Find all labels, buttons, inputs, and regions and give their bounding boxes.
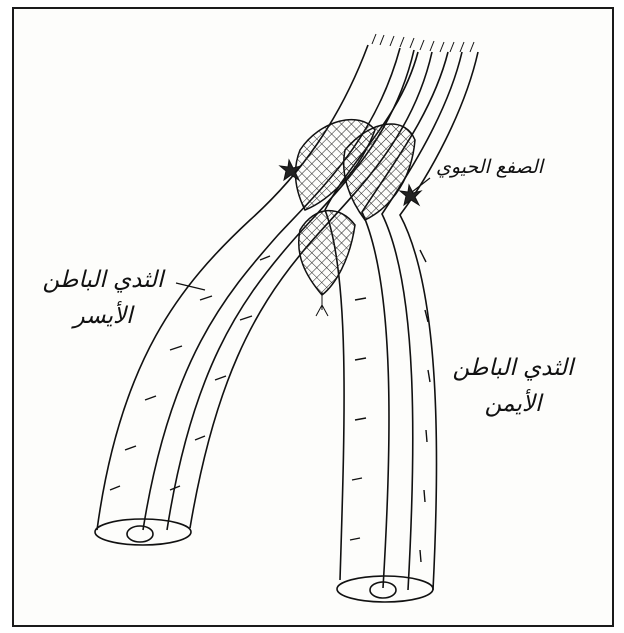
right-label-line1: الثدي الباطن: [438, 350, 588, 386]
anastomosis-label: الصفع الحيوي: [436, 156, 543, 178]
left-label-line2: الأيسر: [28, 298, 178, 334]
left-vessel-inner-edge: [190, 52, 432, 528]
suture-fork-icon: [316, 292, 328, 316]
right-label-line2: الأيمن: [438, 386, 588, 422]
anastomosis-patch: [295, 120, 415, 295]
left-vessel-lumen: [127, 526, 153, 542]
vessel-top-fringe: [372, 34, 474, 52]
left-internal-mammary-label: الثدي الباطن الأيسر: [28, 262, 178, 334]
right-internal-mammary-label: الثدي الباطن الأيمن: [438, 350, 588, 422]
left-label-line1: الثدي الباطن: [28, 262, 178, 298]
patch-lower-lobe: [299, 211, 355, 295]
